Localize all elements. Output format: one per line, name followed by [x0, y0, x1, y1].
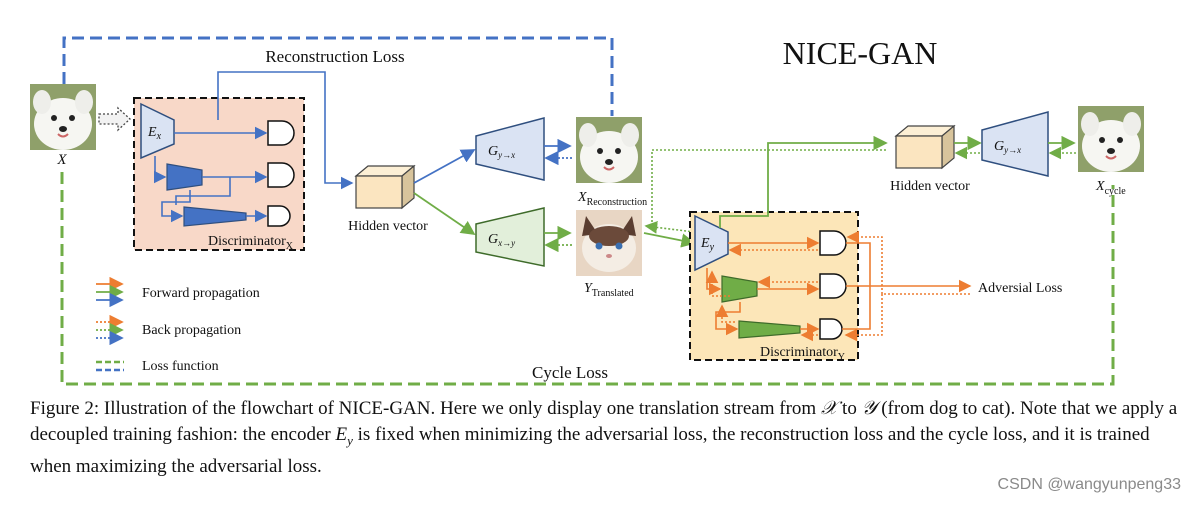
encoder-x-label: Ex — [147, 125, 162, 142]
discriminator-y-block-2 — [721, 275, 758, 303]
hidden-vector-cube-right — [894, 124, 956, 170]
discriminator-x-block-2 — [166, 163, 203, 191]
x-reconstruction-image — [575, 116, 643, 184]
generator-xy-label: Gx→y — [488, 232, 515, 248]
disc-y-output-3 — [819, 318, 843, 340]
hidden-vector-right-label: Hidden vector — [890, 179, 970, 194]
encoder-x-shape — [140, 102, 175, 160]
encoder-y-to-hidden-right-arrow — [719, 135, 888, 228]
generator-yx2-shape — [981, 111, 1049, 177]
disc-y-back-wiring — [705, 230, 970, 342]
y-translated-label: YTranslated — [584, 281, 634, 299]
adversarial-loss-label: Adversial Loss — [978, 281, 1062, 296]
discriminator-x-block-3 — [183, 206, 247, 227]
legend-loss-label: Loss function — [142, 359, 219, 374]
x-cycle-image — [1077, 105, 1145, 173]
disc-x-output-3 — [267, 205, 291, 227]
back-prop-hidden-to-cat — [651, 149, 886, 223]
encoder-y-shape — [694, 214, 729, 272]
disc-x-output-2 — [267, 162, 295, 188]
legend-loss-lines — [96, 360, 124, 372]
discriminator-x-label: DiscriminatorX — [208, 234, 294, 252]
legend-forward-label: Forward propagation — [142, 286, 260, 301]
input-arrow-icon — [98, 106, 131, 132]
encoder-y-to-cat-back-arrow — [644, 221, 695, 234]
reconstruction-loss-label: Reconstruction Loss — [265, 47, 404, 66]
disc-x-wiring — [153, 126, 268, 223]
hidden-to-g-xy-arrow — [413, 192, 476, 236]
cycle-loss-label: Cycle Loss — [532, 363, 608, 382]
input-x-label: X — [56, 152, 67, 168]
figure-caption: Figure 2: Illustration of the flowchart … — [30, 398, 1178, 477]
y-translated-cat-image — [576, 210, 642, 276]
hidden-vector-cube-left — [354, 164, 416, 210]
encoder-y-label: Ey — [700, 236, 715, 253]
encoder-to-hidden-arrow — [217, 71, 354, 190]
generator-yx-label: Gy→x — [488, 144, 515, 160]
cat-to-encoder-y-arrow — [643, 232, 696, 248]
watermark: CSDN @wangyunpeng33 — [997, 476, 1181, 493]
reconstruction-loss-path — [62, 36, 614, 116]
generator-xy-shape — [475, 207, 545, 267]
x-cycle-label: Xcycle — [1095, 179, 1126, 197]
discriminator-y-block-3 — [738, 320, 801, 339]
disc-y-output-1 — [819, 230, 847, 256]
input-dog-image — [29, 83, 97, 151]
disc-x-output-1 — [267, 120, 295, 146]
hidden-vector-left-label: Hidden vector — [348, 219, 428, 234]
legend-back-arrows — [96, 314, 124, 346]
nice-gan-diagram: NICE-GAN Reconstruction Loss Cycle Loss … — [29, 35, 1145, 386]
legend-back-label: Back propagation — [142, 323, 241, 338]
legend-forward-arrows — [96, 276, 124, 308]
hidden-to-g-yx-arrow — [413, 149, 476, 184]
generator-yx2-label: Gy→x — [994, 139, 1021, 155]
discriminator-y-label: DiscriminatorY — [760, 345, 845, 363]
legend: Forward propagation Back propagation Los… — [96, 276, 260, 374]
disc-y-output-2 — [819, 273, 847, 299]
x-reconstruction-label: XReconstruction — [577, 190, 647, 208]
generator-yx-shape — [475, 117, 545, 181]
diagram-title: NICE-GAN — [783, 35, 938, 71]
